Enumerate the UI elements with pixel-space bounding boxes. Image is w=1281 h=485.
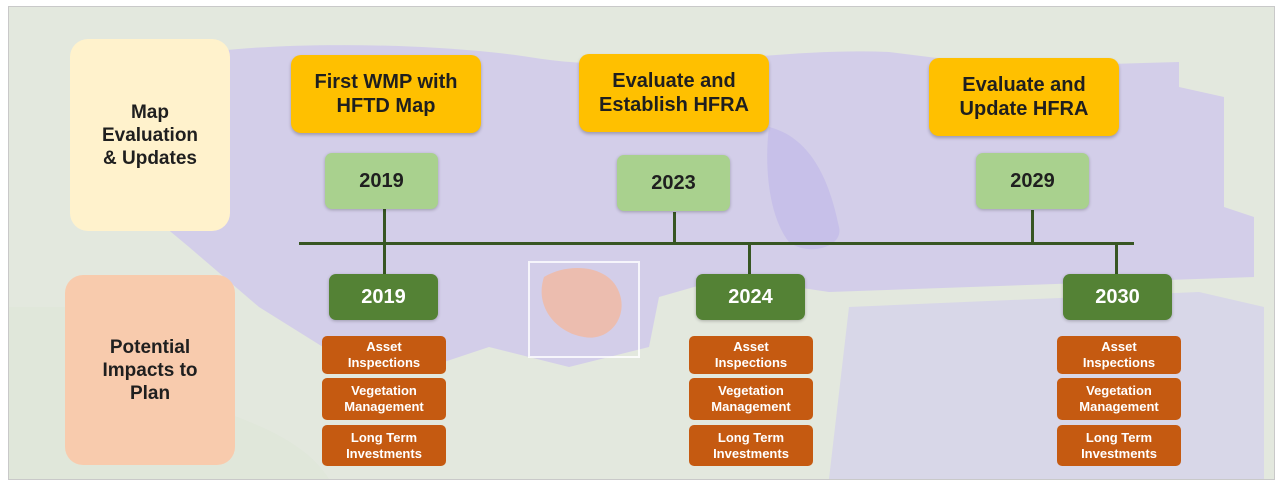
connector-2030-bottom [1115,243,1118,275]
impact-asset-inspections-2030: Asset Inspections [1057,336,1181,374]
impact-text: Vegetation Management [1079,383,1159,414]
impact-text: Asset Inspections [347,339,421,370]
year-2019-impact-text: 2019 [361,285,406,308]
year-box-2030-impact: 2030 [1063,274,1172,320]
impact-asset-inspections-2019: Asset Inspections [322,336,446,374]
impact-text: Vegetation Management [344,383,424,414]
impact-vegetation-management-2019: Vegetation Management [322,378,446,420]
impact-text: Long Term Investments [346,429,422,461]
milestone-update-hfra: Evaluate and Update HFRA [929,58,1119,136]
impact-text: Vegetation Management [711,383,791,414]
year-2023-map-text: 2023 [651,171,696,194]
map-evaluation-label: Map Evaluation & Updates [70,39,230,231]
connector-2019-top [383,209,386,243]
connector-2023-top [673,212,676,243]
timeline-diagram: Map Evaluation & Updates Potential Impac… [8,6,1275,480]
year-box-2019-map: 2019 [325,153,438,209]
impact-vegetation-management-2030: Vegetation Management [1057,378,1181,420]
year-2019-map-text: 2019 [359,169,404,192]
milestone-first-wmp: First WMP with HFTD Map [291,55,481,133]
connector-2024-bottom [748,243,751,275]
year-box-2019-impact: 2019 [329,274,438,320]
year-box-2024-impact: 2024 [696,274,805,320]
impact-long-term-investments-2024: Long Term Investments [689,425,813,466]
potential-impacts-label: Potential Impacts to Plan [65,275,235,465]
milestone-establish-hfra-text: Evaluate and Establish HFRA [598,70,750,116]
impact-long-term-investments-2030: Long Term Investments [1057,425,1181,466]
map-evaluation-label-text: Map Evaluation & Updates [101,101,199,169]
impact-text: Asset Inspections [1082,339,1156,370]
year-box-2023-map: 2023 [617,155,730,211]
year-2029-map-text: 2029 [1010,169,1055,192]
impact-long-term-investments-2019: Long Term Investments [322,425,446,466]
milestone-first-wmp-text: First WMP with HFTD Map [314,71,458,117]
impact-text: Long Term Investments [713,429,789,461]
impact-text: Asset Inspections [714,339,788,370]
year-2024-impact-text: 2024 [728,285,773,308]
impact-vegetation-management-2024: Vegetation Management [689,378,813,420]
connector-2029-top [1031,210,1034,243]
year-2030-impact-text: 2030 [1095,285,1140,308]
impact-text: Long Term Investments [1081,429,1157,461]
year-box-2029-map: 2029 [976,153,1089,209]
impact-asset-inspections-2024: Asset Inspections [689,336,813,374]
milestone-update-hfra-text: Evaluate and Update HFRA [959,74,1089,120]
connector-2019-bottom [383,243,386,275]
potential-impacts-label-text: Potential Impacts to Plan [102,336,198,404]
milestone-establish-hfra: Evaluate and Establish HFRA [579,54,769,132]
timeline-axis [299,242,1134,245]
